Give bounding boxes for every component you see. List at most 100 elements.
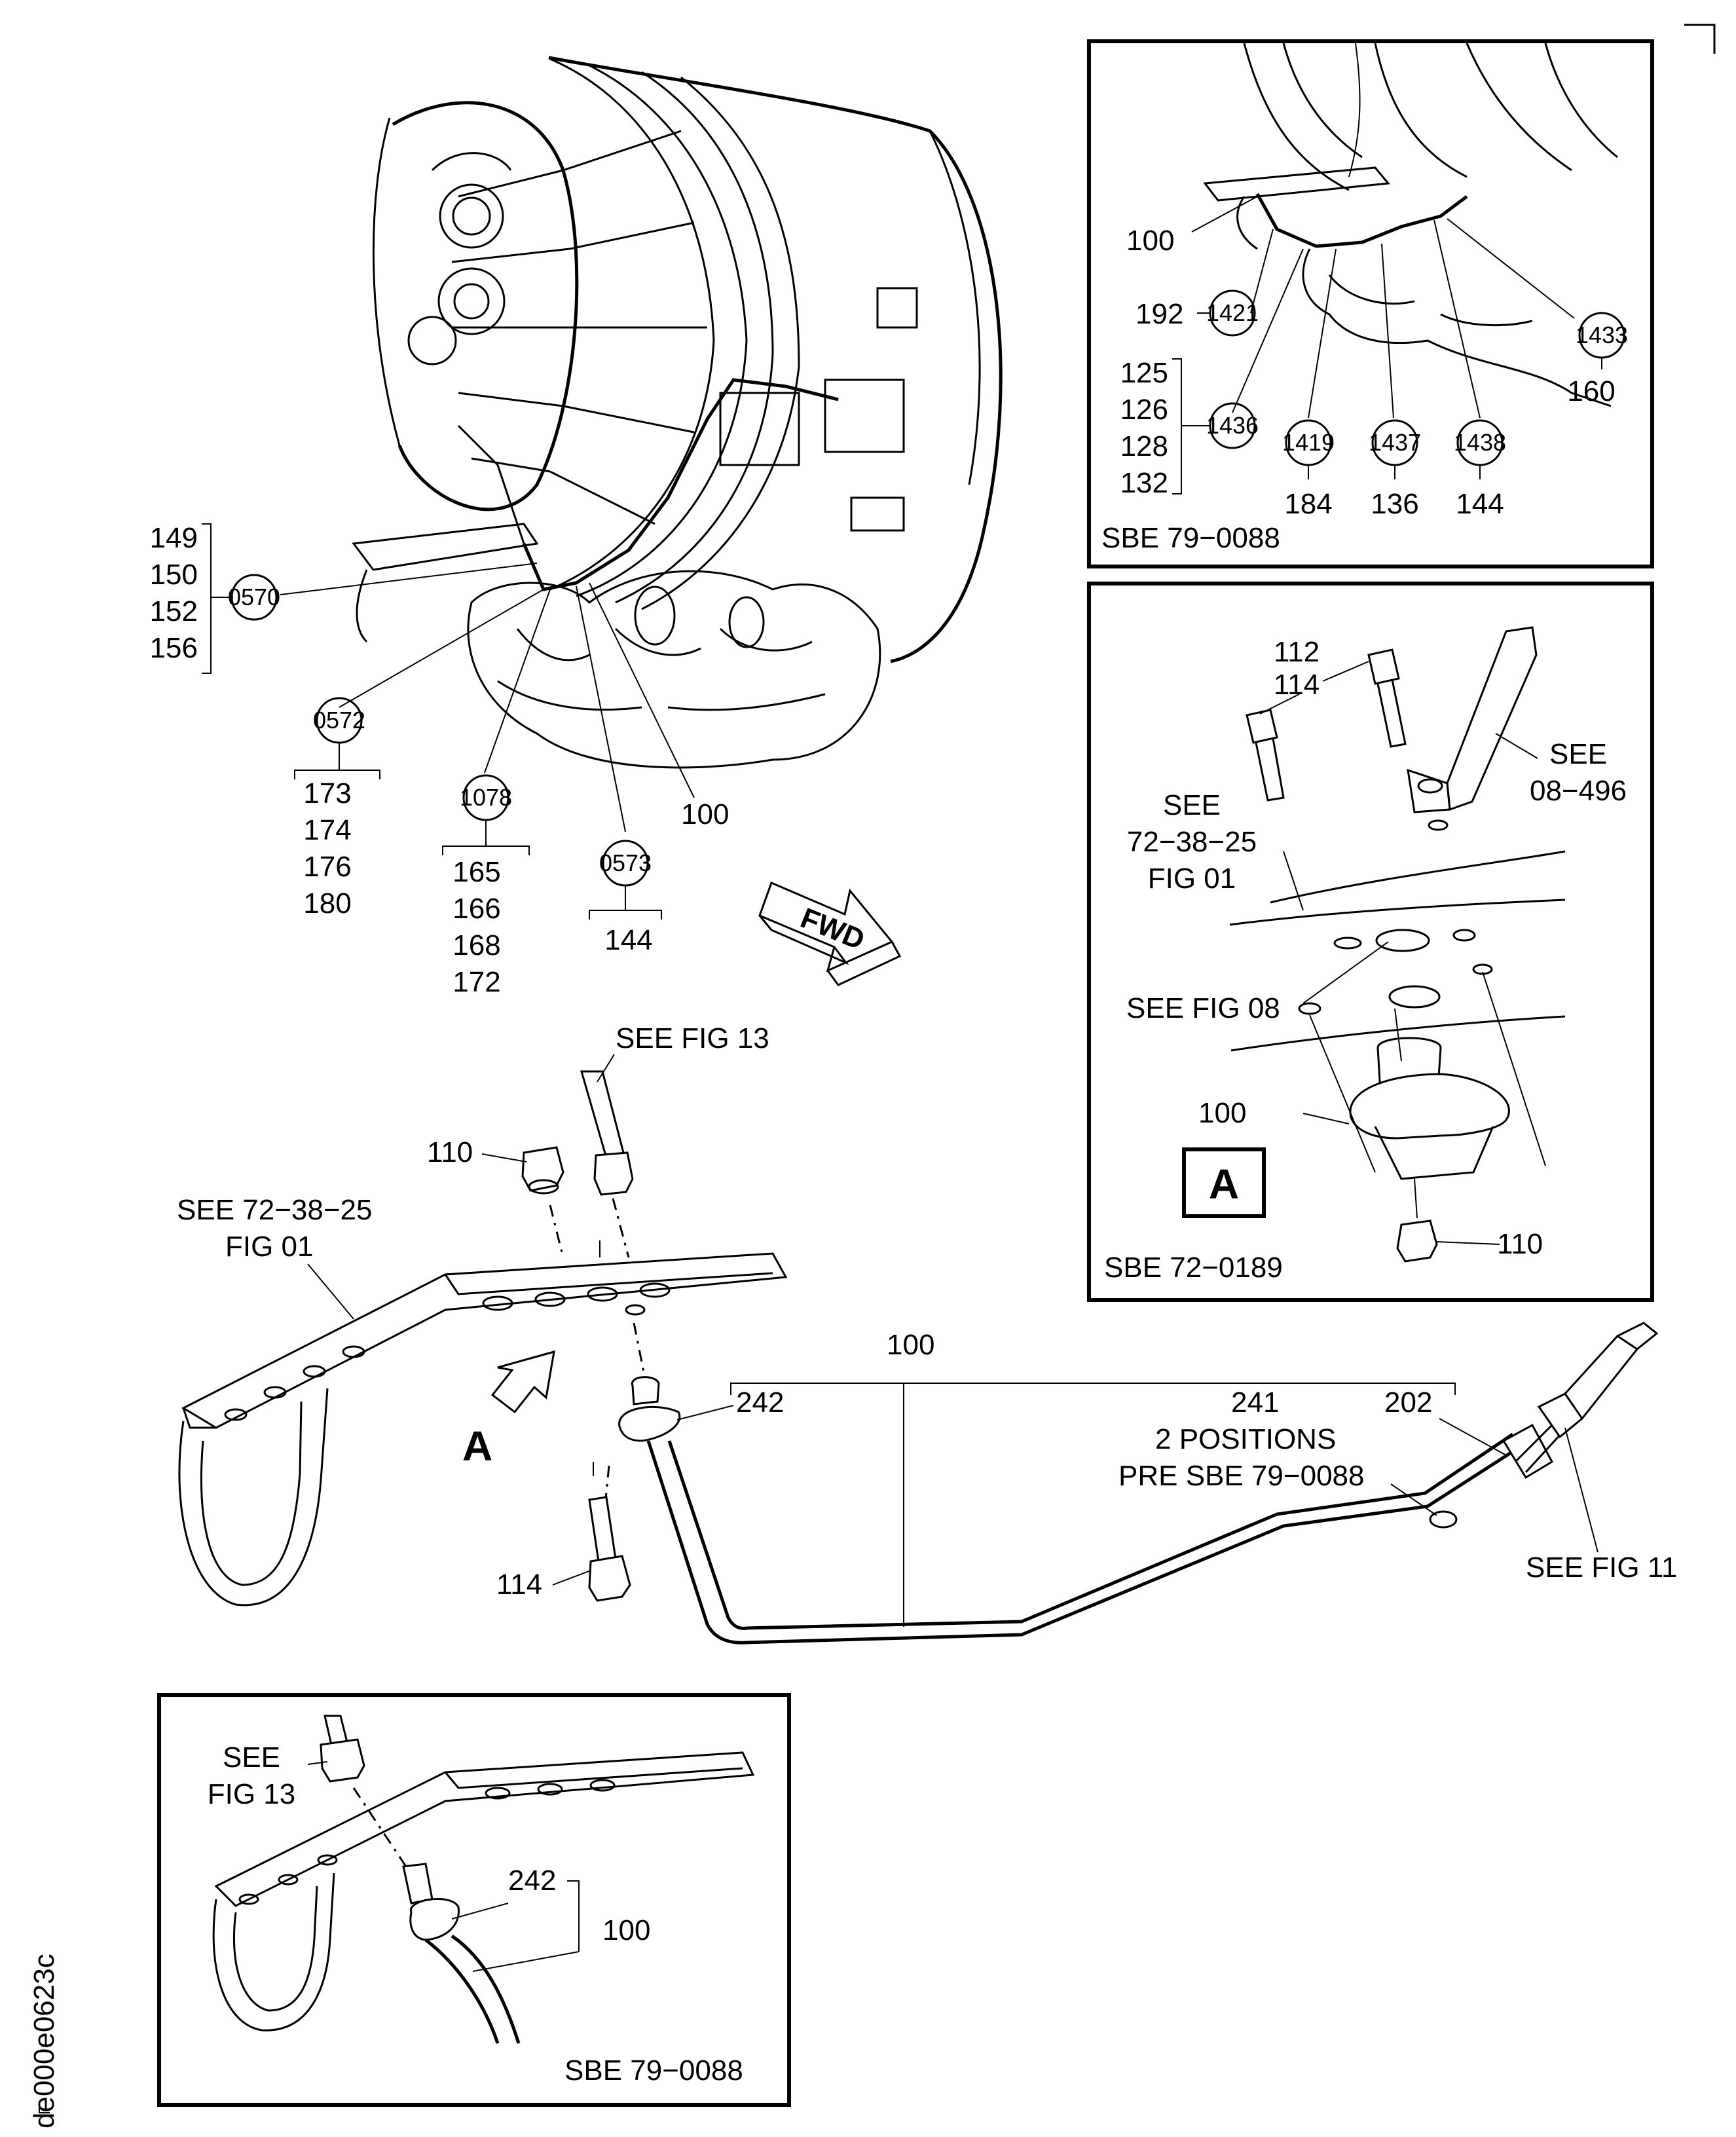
callout-item: 180 <box>303 887 351 920</box>
inset1-bracket-item: 132 <box>1120 467 1168 499</box>
nut-110 <box>521 1146 564 1195</box>
insetB-label-fig-13: FIG 13 <box>208 1778 296 1810</box>
callout-id: 0572 <box>313 707 365 734</box>
insetB-label-see: SEE <box>223 1741 280 1774</box>
view-a-label: A <box>462 1422 492 1470</box>
bolt-114 <box>588 1496 631 1602</box>
callout-item: 176 <box>303 851 351 883</box>
fitting-see-fig-13 <box>580 1070 634 1196</box>
callout-item: 174 <box>303 814 351 846</box>
label-241: 241 <box>1231 1386 1279 1419</box>
figure-id: de000e0623c <box>28 1954 60 2128</box>
fitting-see-fig-11 <box>1537 1322 1659 1439</box>
callout-id: 1078 <box>460 784 512 811</box>
callout-item: 144 <box>604 924 652 956</box>
leader-1078 <box>484 589 551 773</box>
insetA-label-110: 110 <box>1497 1228 1543 1260</box>
bracket-assembly <box>178 1252 788 1607</box>
insetA-note: SBE 72−0189 <box>1104 1252 1283 1284</box>
inset-top-right <box>1087 39 1654 568</box>
inset1-label-144: 144 <box>1456 488 1504 520</box>
corner-mark <box>1684 24 1716 54</box>
leader-0573 <box>576 585 626 832</box>
bracket-100 <box>730 1383 1456 1395</box>
insetA-label-see: SEE <box>1163 789 1221 821</box>
inset1-label-160: 160 <box>1567 375 1615 407</box>
callout-id: 0570 <box>228 584 280 610</box>
leader <box>1439 1418 1507 1456</box>
inset1-bracket-item: 126 <box>1120 394 1168 426</box>
leader <box>1390 1483 1437 1516</box>
callout-item: 149 <box>150 522 198 554</box>
insetB-label-100: 100 <box>602 1914 650 1946</box>
fwd-arrow-icon: FWD <box>758 881 902 986</box>
label-pre-sbe: PRE SBE 79−0088 <box>1118 1460 1364 1492</box>
insetA-view-label: A <box>1209 1161 1239 1208</box>
callout-item: 150 <box>150 559 198 591</box>
callout-0570: 0570 149 150 152 156 <box>150 522 280 674</box>
inset1-label-192: 192 <box>1136 298 1183 330</box>
leader-0572 <box>339 589 544 708</box>
insetA-label-08-496: 08−496 <box>1530 775 1627 807</box>
label-114: 114 <box>496 1569 542 1601</box>
inset1-note: SBE 79−0088 <box>1101 522 1280 554</box>
label-2-positions: 2 POSITIONS <box>1155 1423 1336 1455</box>
insetB-label-242: 242 <box>508 1865 556 1897</box>
insetA-label-see: SEE <box>1549 738 1607 770</box>
label-202: 202 <box>1384 1386 1432 1419</box>
callout-1078: 1078 165 166 168 172 <box>442 774 530 998</box>
inset1-callout-1419: 1419 <box>1282 429 1335 456</box>
figure-id-mark <box>39 2102 50 2113</box>
callout-item: 168 <box>452 929 500 961</box>
leader <box>676 1405 734 1421</box>
inset1-bracket-item: 128 <box>1120 430 1168 462</box>
callout-item: 173 <box>303 777 351 809</box>
inset1-label-100: 100 <box>1126 225 1174 257</box>
leader <box>597 1054 615 1083</box>
center-line <box>612 1198 630 1258</box>
leader <box>481 1153 527 1162</box>
label-see-fig-13: SEE FIG 13 <box>616 1022 769 1054</box>
label-242: 242 <box>736 1386 784 1419</box>
insetA-label-114: 114 <box>1274 669 1320 701</box>
tube-100 <box>618 1376 1570 1645</box>
callout-item: 172 <box>452 966 500 998</box>
callout-0572: 0572 173 174 176 180 <box>294 697 380 920</box>
label-100-lower: 100 <box>887 1329 934 1361</box>
view-a-arrow-icon: A <box>462 1350 555 1470</box>
inset1-bracket-item: 125 <box>1120 357 1168 389</box>
label-100-upper: 100 <box>681 798 729 830</box>
center-line <box>549 1204 564 1258</box>
inset-view-a <box>1087 582 1654 1302</box>
inset1-callout-1436: 1436 <box>1206 412 1259 439</box>
inset-bottom-left <box>157 1693 791 2107</box>
inset1-callout-1437: 1437 <box>1369 429 1421 456</box>
leader-0570 <box>280 563 538 595</box>
label-fig-01: FIG 01 <box>225 1231 314 1263</box>
inset1-callout-1421: 1421 <box>1206 299 1259 326</box>
insetB-note: SBE 79−0088 <box>564 2054 743 2087</box>
callout-0573: 0573 144 <box>589 840 662 956</box>
leader <box>1564 1427 1598 1553</box>
insetA-label-see-fig-08: SEE FIG 08 <box>1126 992 1280 1024</box>
insetA-label-72-38-25: 72−38−25 <box>1127 826 1257 858</box>
inset1-callout-1433: 1433 <box>1576 322 1628 348</box>
insetA-label-fig-01: FIG 01 <box>1148 863 1236 895</box>
callout-item: 152 <box>150 595 198 627</box>
insetA-label-112: 112 <box>1274 636 1320 668</box>
label-see-72-38-25: SEE 72−38−25 <box>177 1194 372 1226</box>
callout-item: 156 <box>150 632 198 664</box>
callout-item: 165 <box>452 856 500 888</box>
callout-item: 166 <box>452 893 500 925</box>
callout-id: 0573 <box>599 849 652 876</box>
engine-illustration <box>352 56 1003 769</box>
leader <box>552 1570 591 1586</box>
label-see-fig-11: SEE FIG 11 <box>1526 1552 1678 1584</box>
inset1-label-184: 184 <box>1284 488 1332 520</box>
insetA-label-100: 100 <box>1198 1097 1246 1129</box>
leader-100-upper <box>589 582 695 798</box>
inset1-callout-1438: 1438 <box>1454 429 1506 456</box>
leader <box>307 1263 354 1320</box>
inset1-label-136: 136 <box>1371 488 1418 520</box>
